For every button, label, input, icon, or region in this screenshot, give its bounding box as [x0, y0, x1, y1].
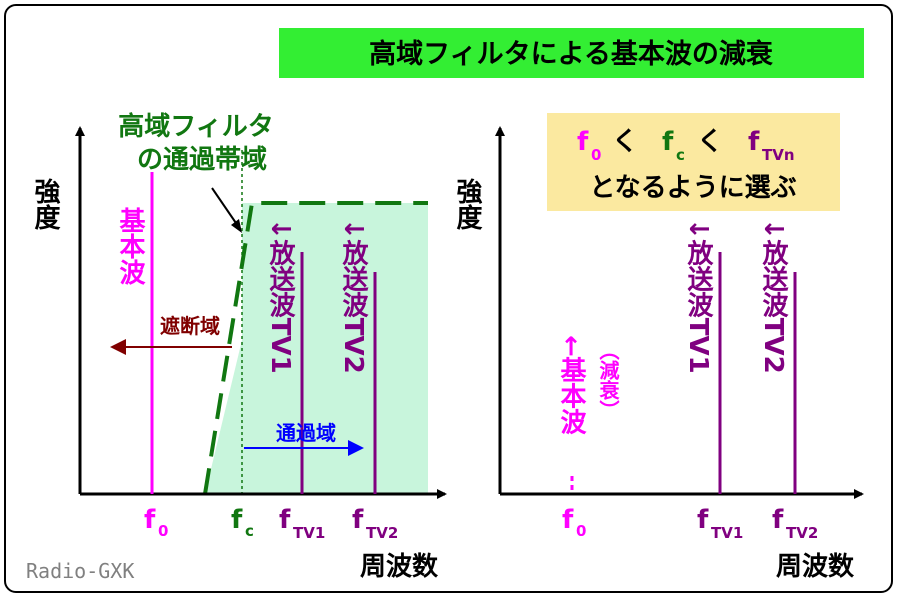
svg-text:f: f	[662, 127, 674, 157]
svg-text:TV1: TV1	[711, 524, 743, 542]
svg-text:f: f	[144, 505, 156, 535]
title-text: 高域フィルタによる基本波の減衰	[369, 38, 774, 70]
passband-callout-line2: の通過帯域	[137, 145, 267, 175]
stopband-label: 遮断域	[160, 314, 220, 338]
passband-callout-line1: 高域フィルタ	[118, 111, 273, 142]
filter-response-line	[203, 201, 428, 495]
svg-text:f: f	[562, 505, 574, 535]
right-attenuated-label: （減衰）	[596, 340, 620, 420]
svg-text:TV2: TV2	[786, 524, 818, 542]
condition-note-line2: となるように選ぶ	[589, 173, 796, 203]
condition-note-box	[547, 113, 840, 211]
right-x-label: 周波数	[776, 552, 855, 582]
stopband-arrowhead	[110, 339, 126, 355]
passband-area	[242, 203, 428, 494]
svg-text:c: c	[676, 146, 685, 164]
svg-text:c: c	[245, 522, 254, 540]
passband-label: 通過域	[276, 421, 336, 445]
svg-text:f: f	[231, 505, 243, 535]
left-tv2-label: ↓放送波TV2	[338, 218, 369, 374]
svg-text:f: f	[279, 505, 291, 535]
callout-pointer-head	[231, 219, 242, 233]
right-tick-ftv1: f TV1	[697, 505, 743, 542]
condition-note-line1: f 0 く f c く f TVn	[577, 127, 795, 164]
right-tick-ftv2: f TV2	[772, 505, 818, 542]
svg-text:く: く	[697, 127, 723, 157]
left-tick-ftv2: f TV2	[352, 505, 398, 542]
svg-text:0: 0	[158, 522, 168, 540]
left-fundamental-label: 基本波	[115, 207, 145, 286]
right-tv1-label: ↓放送波TV1	[683, 218, 714, 374]
svg-text:f: f	[748, 127, 760, 157]
left-x-label: 周波数	[360, 552, 439, 582]
left-tv1-label: ↓放送波TV1	[265, 218, 296, 374]
left-tick-fc: f c	[231, 505, 254, 540]
passband-arrowhead	[348, 440, 364, 456]
right-tick-f0: f 0	[562, 505, 586, 540]
left-tick-f0: f 0	[144, 505, 168, 540]
callout-pointer	[211, 187, 239, 227]
right-y-label: 強度	[452, 178, 482, 231]
svg-text:0: 0	[576, 522, 586, 540]
right-fundamental-label: ←基本波	[556, 335, 586, 436]
svg-text:f: f	[772, 505, 784, 535]
title-box: 高域フィルタによる基本波の減衰	[279, 28, 864, 78]
left-panel: 遮断域 通過域 高域フィルタ の通過帯域 強度 基本波 ↓放送波TV1 ↓放送波…	[30, 111, 447, 582]
svg-text:f: f	[352, 505, 364, 535]
svg-text:TVn: TVn	[762, 146, 795, 164]
left-tick-ftv1: f TV1	[279, 505, 325, 542]
svg-text:f: f	[577, 127, 589, 157]
right-tv2-label: ↓放送波TV2	[758, 218, 789, 374]
svg-text:TV1: TV1	[293, 524, 325, 542]
passband-slope-area	[205, 340, 242, 494]
left-y-label: 強度	[30, 178, 60, 231]
right-panel: f 0 く f c く f TVn となるように選ぶ 強度 ←基本波 （減衰） …	[452, 113, 864, 582]
svg-text:く: く	[612, 127, 638, 157]
svg-text:0: 0	[591, 146, 601, 164]
svg-text:TV2: TV2	[366, 524, 398, 542]
svg-text:f: f	[697, 505, 709, 535]
outer-frame	[4, 4, 893, 593]
watermark: Radio-GXK	[26, 559, 134, 583]
